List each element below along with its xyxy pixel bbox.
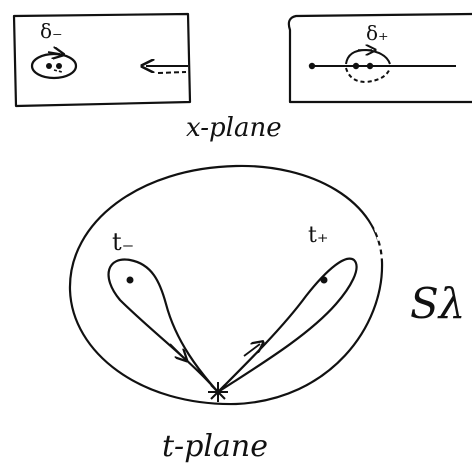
base-point-star <box>208 382 228 402</box>
t-plane-label: t-plane <box>162 429 268 464</box>
delta-minus-arrow <box>47 52 60 54</box>
x-plane-left-panel: δ₋ <box>12 12 192 108</box>
left-box-outline <box>12 12 192 108</box>
x-plane-label: x-plane <box>186 113 282 143</box>
t-plus-label: t₊ <box>308 223 328 248</box>
delta-plus-loop-dashed <box>345 67 391 84</box>
x-plane-right-panel: δ₊ <box>287 12 472 104</box>
boundary-dashed-segment <box>374 227 384 263</box>
dashed-cut-left <box>157 71 187 74</box>
t-plane-panel: t₋ t₊ <box>68 164 384 406</box>
t-plus-loop-arrow <box>243 344 260 357</box>
t-minus-loop-arrow <box>169 343 184 358</box>
s-lambda-label: Sλ <box>410 279 465 328</box>
delta-minus-label: δ₋ <box>40 19 63 43</box>
riemann-surface-boundary <box>68 164 384 406</box>
t-plus-loop <box>217 257 358 393</box>
t-plus-point <box>320 276 328 284</box>
delta-minus-loop <box>30 52 78 80</box>
delta-plus-loop-solid <box>345 48 391 65</box>
t-minus-loop <box>107 258 219 393</box>
branch-point-left-1 <box>46 63 52 69</box>
t-minus-point <box>126 276 134 284</box>
t-minus-label: t₋ <box>112 228 134 256</box>
branch-cut-left-dashed <box>53 69 63 73</box>
branch-point-right-3 <box>366 62 374 70</box>
branch-point-right-2 <box>352 62 360 70</box>
branch-point-right-1 <box>308 62 316 70</box>
branch-point-left-2 <box>56 63 62 69</box>
right-box-outline <box>287 12 472 104</box>
delta-plus-label: δ₊ <box>366 21 389 45</box>
